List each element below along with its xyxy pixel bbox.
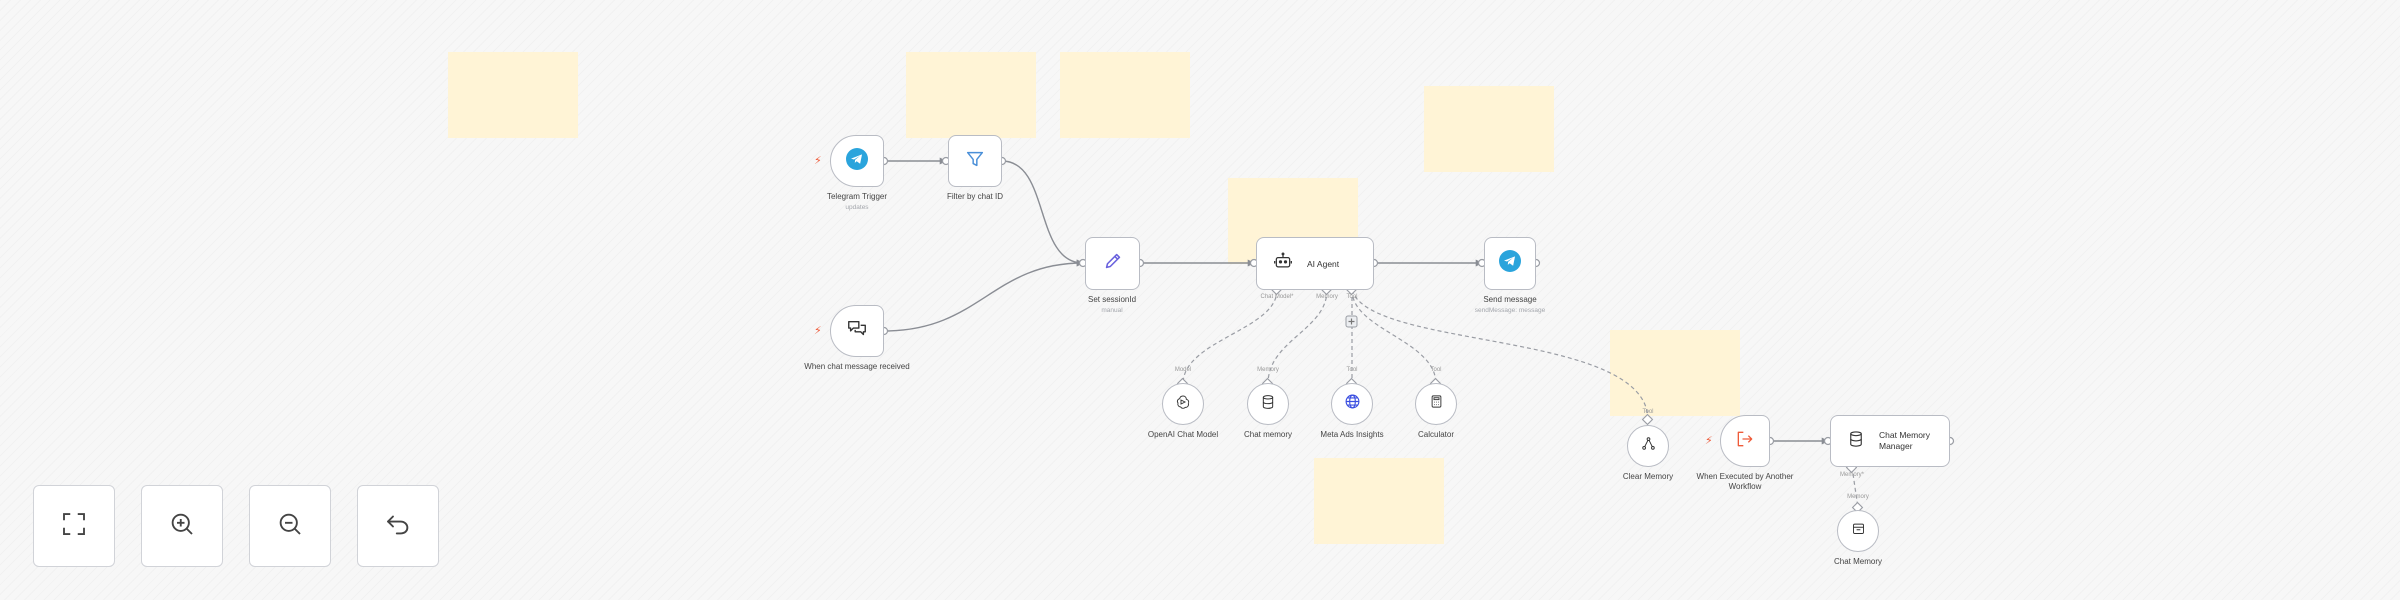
sticky-note[interactable] (1610, 330, 1740, 416)
port-label: Tool (1430, 367, 1442, 373)
telegram-icon (846, 147, 868, 175)
add-tool-button[interactable] (1345, 315, 1358, 328)
pencil-icon (1102, 250, 1124, 277)
sub-connection (1267, 289, 1328, 385)
node-label: Send message sendMessage: message (1474, 295, 1546, 314)
zoom-in-button[interactable] (141, 485, 223, 567)
node-title: Chat Memory Manager (1879, 430, 1931, 451)
connection (883, 259, 1084, 332)
sub-connection (1351, 289, 1649, 421)
filter-icon (964, 148, 986, 175)
globe-icon (1344, 393, 1361, 415)
fit-screen-icon (59, 509, 89, 544)
node-chat-memory-2[interactable] (1837, 510, 1879, 552)
node-meta-ads-insights[interactable] (1331, 383, 1373, 425)
zoom-to-fit-button[interactable] (33, 485, 115, 567)
trigger-bolt-icon: ⚡ (814, 325, 822, 337)
clear-memory-icon (1641, 436, 1656, 456)
trigger-bolt-icon: ⚡ (814, 155, 822, 167)
database-icon (1847, 430, 1865, 453)
calculator-icon (1429, 394, 1444, 414)
port-label: Model (1174, 367, 1192, 373)
node-label: When Executed by Another Workflow (1696, 472, 1794, 491)
node-calculator[interactable] (1415, 383, 1457, 425)
node-telegram-trigger[interactable] (830, 135, 884, 187)
openai-icon (1175, 394, 1191, 415)
trigger-bolt-icon: ⚡ (1705, 435, 1713, 447)
undo-icon (383, 509, 413, 544)
node-label: Chat memory (1243, 430, 1292, 439)
zoom-in-icon (167, 509, 197, 544)
node-filter-by-chat-id[interactable] (948, 135, 1002, 187)
node-label: When chat message received (804, 362, 910, 371)
sticky-note[interactable] (1424, 86, 1554, 172)
node-openai-chat-model[interactable] (1162, 383, 1204, 425)
node-title: AI Agent (1307, 258, 1340, 269)
port-label: Memory* (1839, 472, 1865, 478)
node-label: Clear Memory (1622, 472, 1674, 481)
robot-icon (1273, 251, 1293, 276)
node-chat-memory[interactable] (1247, 383, 1289, 425)
sign-in-icon (1735, 429, 1755, 454)
node-label: Meta Ads Insights (1320, 430, 1384, 439)
sticky-note[interactable] (906, 52, 1036, 138)
connection (1001, 160, 1084, 267)
database-icon (1851, 521, 1866, 541)
sub-connection (1351, 289, 1437, 385)
node-when-chat-message-received[interactable] (830, 305, 884, 357)
port-label: Memory (1316, 294, 1338, 300)
node-label: Set sessionId manual (1087, 295, 1137, 314)
node-when-executed-by-another-workflow[interactable] (1720, 415, 1770, 467)
port-label: Memory (1847, 494, 1869, 500)
sticky-note[interactable] (1060, 52, 1190, 138)
node-label: Calculator (1417, 430, 1454, 439)
port-label: Tool (1642, 409, 1654, 415)
node-ai-agent[interactable]: AI Agent (1256, 237, 1374, 290)
node-send-message[interactable] (1484, 237, 1536, 290)
zoom-out-button[interactable] (249, 485, 331, 567)
node-label: OpenAI Chat Model (1147, 430, 1219, 439)
node-label: Filter by chat ID (946, 192, 1003, 201)
node-label: Telegram Trigger updates (826, 192, 888, 211)
database-icon (1260, 394, 1276, 415)
port-label: Memory (1257, 367, 1279, 373)
port-label: Chat Model* (1260, 294, 1294, 300)
chat-bubbles-icon (846, 318, 868, 345)
port-label: Tool (1346, 294, 1358, 300)
node-chat-memory-manager[interactable]: Chat Memory Manager (1830, 415, 1950, 467)
node-label: Chat Memory (1833, 557, 1882, 566)
telegram-icon (1499, 250, 1521, 277)
node-set-sessionid[interactable] (1085, 237, 1140, 290)
port-label: Tool (1346, 367, 1358, 373)
zoom-out-icon (275, 509, 305, 544)
undo-button[interactable] (357, 485, 439, 567)
sticky-note[interactable] (448, 52, 578, 138)
node-clear-memory[interactable] (1627, 425, 1669, 467)
sticky-note[interactable] (1314, 458, 1444, 544)
